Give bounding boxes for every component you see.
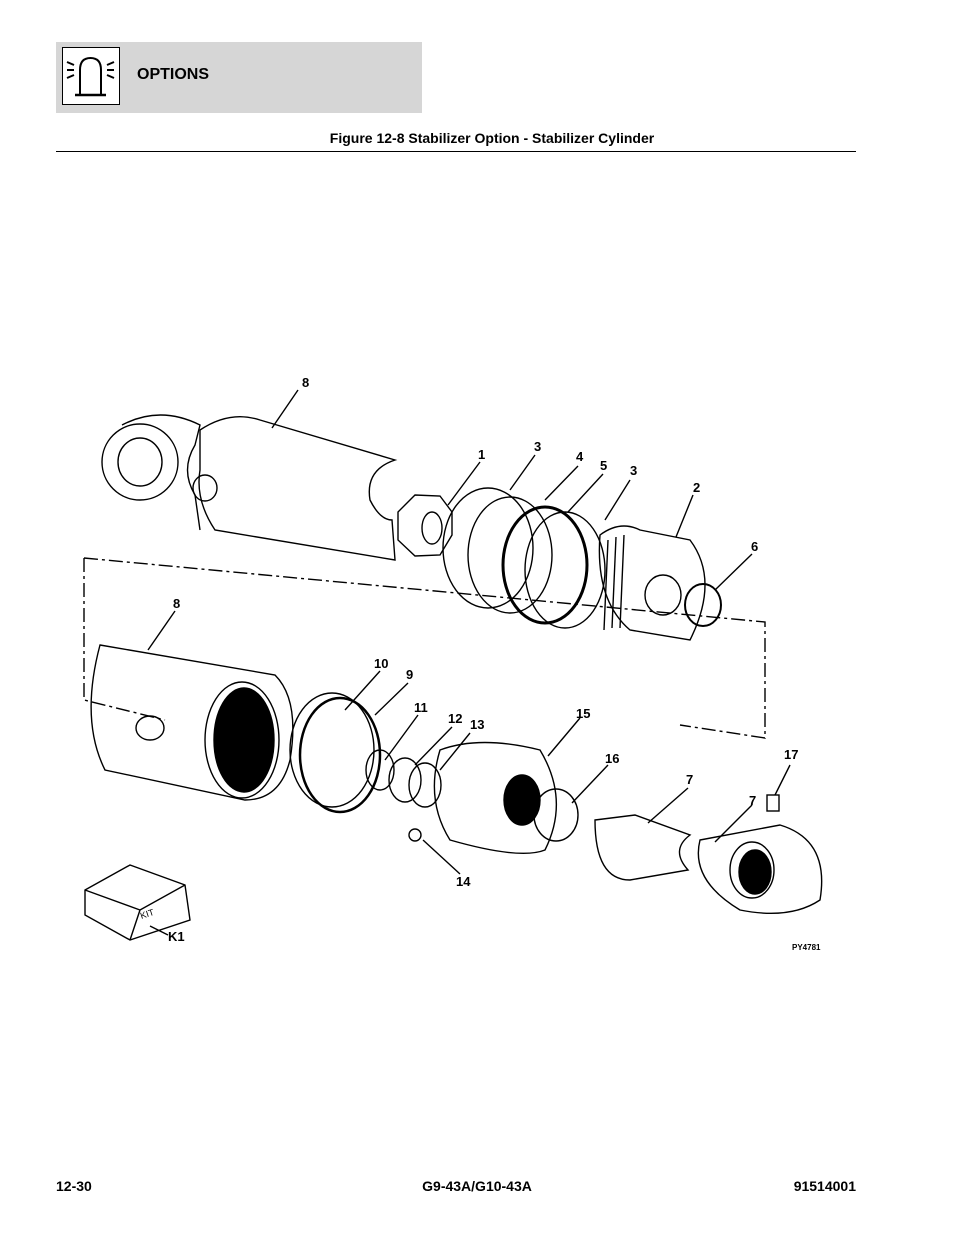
callout-2: 2 [693, 480, 700, 495]
callout-5: 5 [600, 458, 607, 473]
callout-7b: 7 [749, 793, 756, 808]
callout-13: 13 [470, 717, 484, 732]
callout-10: 10 [374, 656, 388, 671]
figure-title: Figure 12-8 Stabilizer Option - Stabiliz… [329, 130, 655, 146]
callout-16: 16 [605, 751, 619, 766]
doc-number: 91514001 [793, 1178, 856, 1194]
section-title: OPTIONS [137, 66, 210, 83]
callout-12: 12 [448, 711, 462, 726]
warning-light-icon [62, 47, 120, 105]
callout-11: 11 [414, 700, 428, 715]
barrel-upper [101, 414, 398, 561]
callout-14: 14 [456, 874, 471, 889]
header-rule [56, 151, 856, 152]
callout-8-upper: 8 [302, 375, 309, 390]
callout-15: 15 [576, 706, 590, 721]
callout-17: 17 [784, 747, 798, 762]
kit-box [84, 864, 191, 941]
callout-4: 4 [576, 449, 584, 464]
kit-label: KIT [139, 907, 156, 921]
exploded-cylinder-diagram: 8 1 3 4 5 3 2 6 8 10 9 11 12 13 15 16 7 … [83, 375, 823, 952]
rod-end [697, 824, 823, 914]
piston [598, 525, 706, 641]
callout-9: 9 [406, 667, 413, 682]
nut [397, 494, 453, 557]
callout-1: 1 [478, 447, 485, 462]
model-number: G9-43A/G10-43A [422, 1178, 532, 1194]
cylinder-head [433, 741, 558, 854]
rod [594, 814, 692, 881]
callout-8-lower: 8 [173, 596, 180, 611]
figure-code: PY4781 [792, 943, 821, 952]
callout-6: 6 [751, 539, 758, 554]
callout-3b: 3 [630, 463, 637, 478]
callout-k1: K1 [168, 929, 185, 944]
callout-3a: 3 [534, 439, 541, 454]
page-number: 12-30 [56, 1178, 92, 1194]
barrel-lower [90, 644, 294, 801]
callout-7a: 7 [686, 772, 693, 787]
